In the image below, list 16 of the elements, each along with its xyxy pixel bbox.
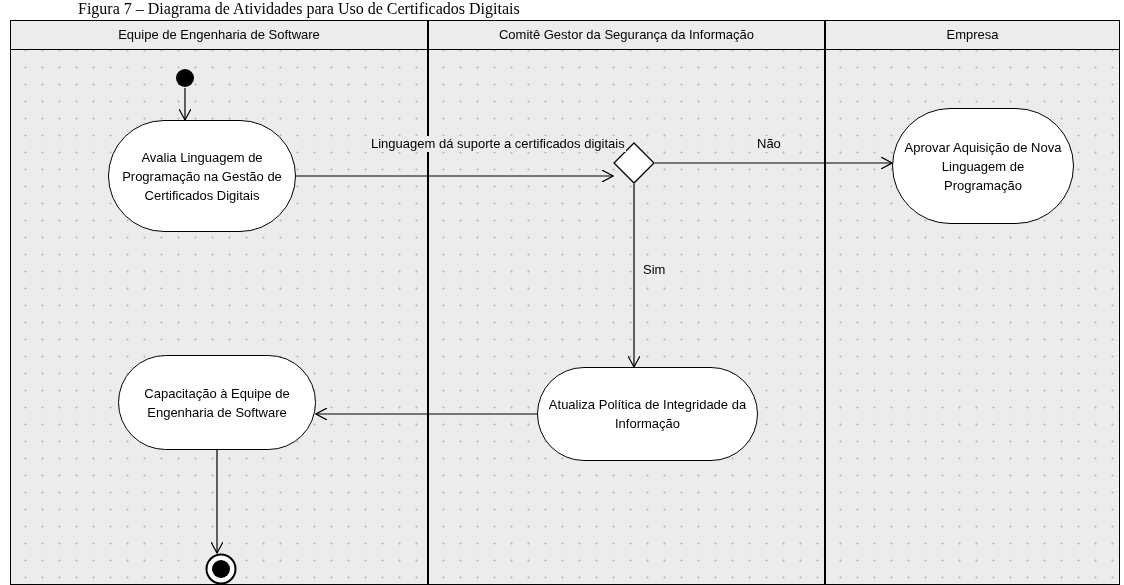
action-node: Atualiza Política de Integridade da Informação [537,367,758,461]
arrow [627,183,641,368]
arrow [178,87,192,121]
edge-label: Linguagem dá suporte a certificados digitais [370,136,626,152]
edge-label: Não [756,136,782,152]
swimlane [825,20,1120,585]
action-node: Capacitação à Equipe de Engenharia de Software [118,355,316,450]
action-node: Avalia Linguagem de Programação na Gestão de Certificados Digitais [108,120,296,232]
action-node: Aprovar Aquisição de Nova Linguagem de Programação [892,108,1074,224]
arrow [654,156,893,170]
arrow [315,407,538,421]
final-node [205,553,237,585]
initial-node [175,68,195,88]
figure-title: Figura 7 – Diagrama de Atividades para Uso de Certificados Digitais [77,0,521,18]
arrow [210,449,224,554]
arrow [295,169,614,183]
